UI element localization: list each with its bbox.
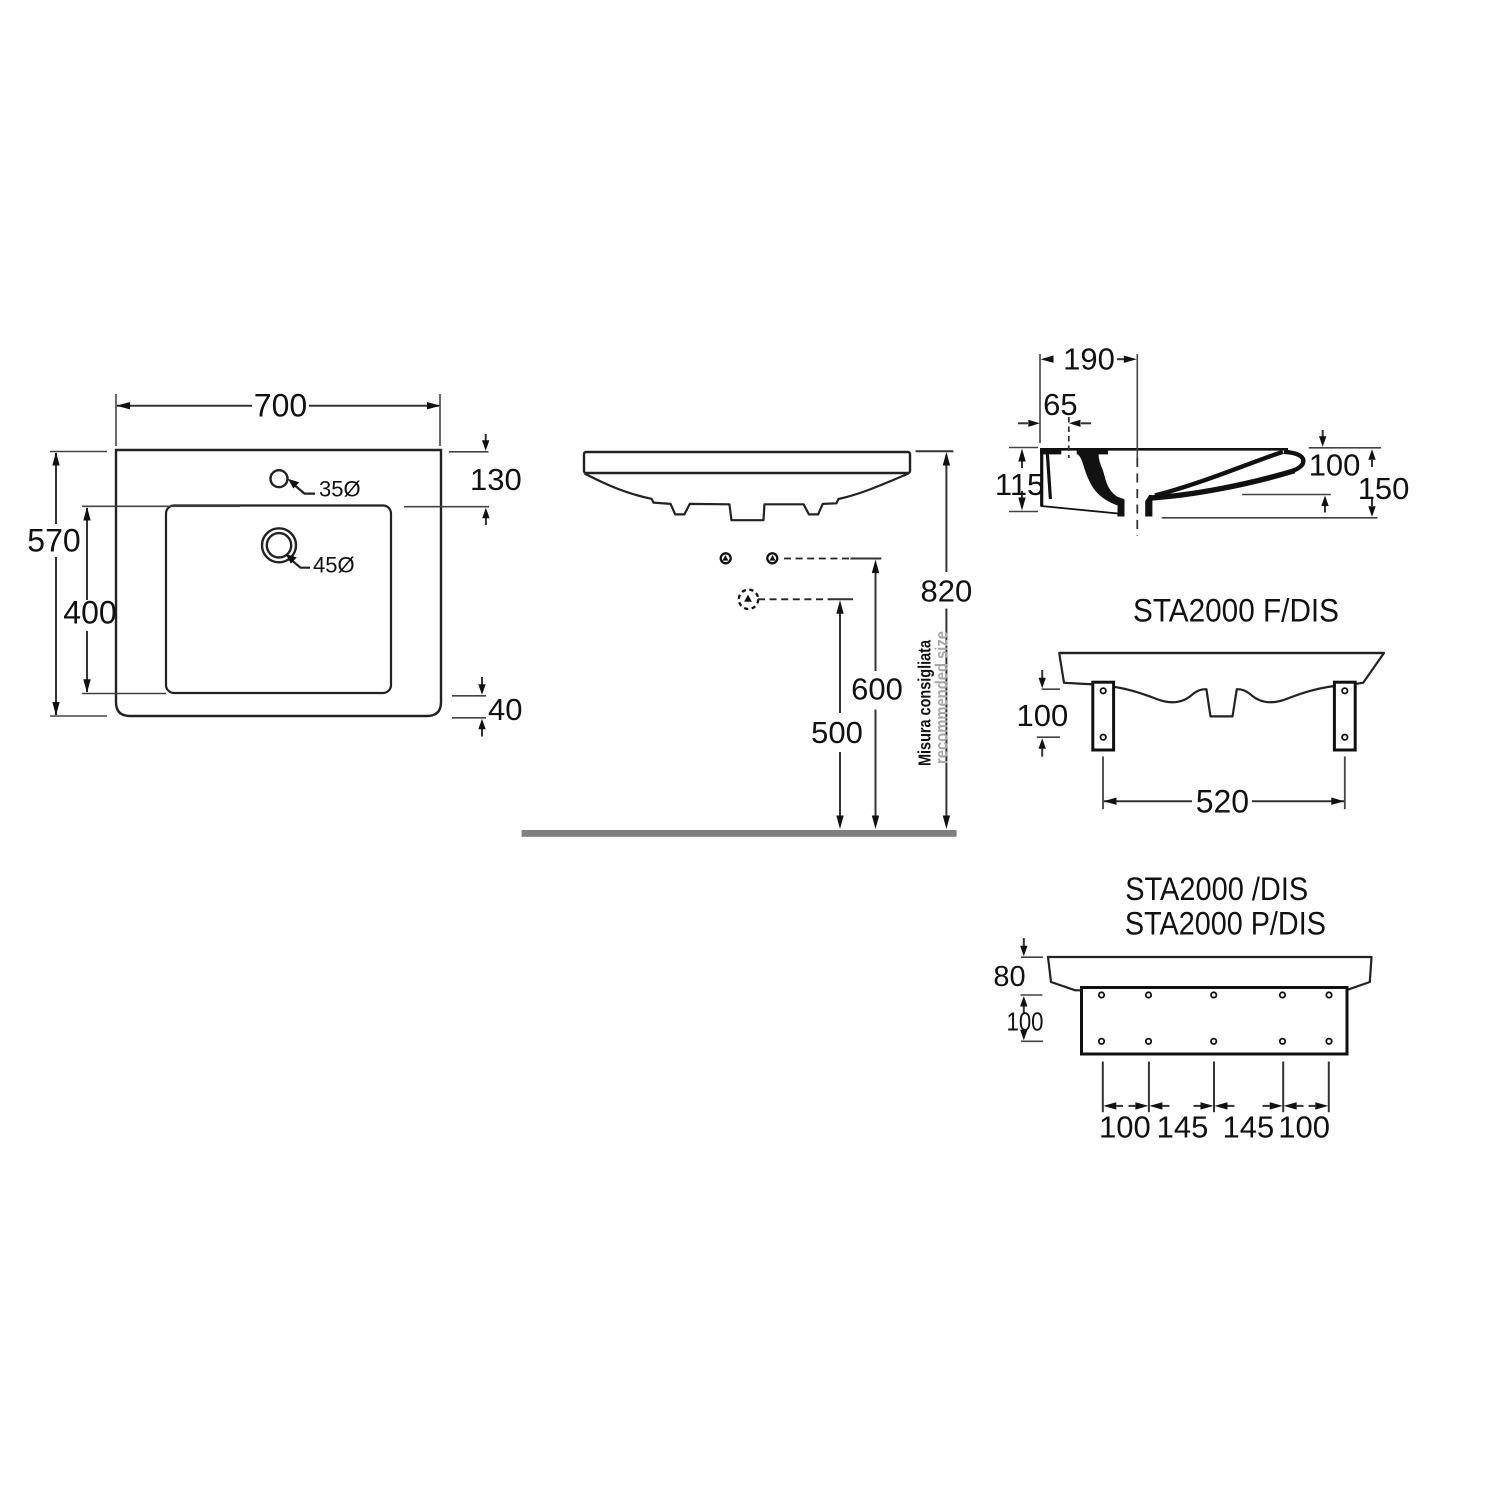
svg-text:500: 500	[811, 715, 863, 750]
svg-text:65: 65	[1043, 387, 1077, 422]
svg-text:45Ø: 45Ø	[313, 553, 355, 578]
svg-text:100: 100	[1017, 698, 1069, 733]
svg-text:100: 100	[1278, 1110, 1330, 1145]
svg-text:130: 130	[470, 462, 522, 497]
svg-text:115: 115	[995, 467, 1044, 502]
svg-text:145: 145	[1157, 1110, 1209, 1145]
svg-text:570: 570	[27, 523, 80, 559]
svg-text:40: 40	[488, 692, 522, 727]
svg-text:400: 400	[63, 595, 116, 631]
svg-text:80: 80	[993, 961, 1025, 993]
svg-text:35Ø: 35Ø	[319, 477, 361, 502]
svg-text:100: 100	[1007, 1007, 1044, 1037]
svg-text:STA2000 F/DIS: STA2000 F/DIS	[1133, 593, 1339, 629]
svg-text:STA2000 /DIS: STA2000 /DIS	[1125, 871, 1308, 907]
svg-text:100: 100	[1309, 448, 1361, 483]
svg-text:STA2000 P/DIS: STA2000 P/DIS	[1125, 905, 1326, 941]
svg-text:700: 700	[254, 388, 307, 424]
svg-text:Misura consigliata: Misura consigliata	[915, 640, 935, 766]
svg-text:100: 100	[1099, 1110, 1151, 1145]
svg-text:520: 520	[1196, 784, 1249, 820]
svg-text:150: 150	[1358, 471, 1410, 506]
svg-text:recommended size: recommended size	[932, 631, 952, 764]
svg-text:145: 145	[1223, 1110, 1275, 1145]
svg-text:820: 820	[921, 574, 973, 609]
svg-text:190: 190	[1063, 342, 1115, 377]
svg-text:600: 600	[851, 672, 903, 707]
